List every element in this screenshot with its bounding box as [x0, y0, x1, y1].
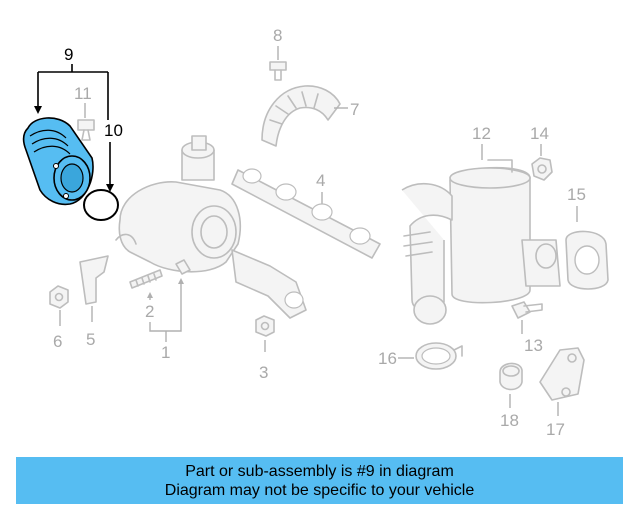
callout-label-6: 6 — [53, 332, 62, 351]
callout-label-9: 9 — [64, 45, 73, 64]
callout-label-12: 12 — [472, 124, 491, 143]
part-1-turbocharger — [115, 135, 307, 319]
callout-label-13: 13 — [524, 336, 543, 355]
part-8-bolt: 8 — [269, 26, 287, 81]
callout-label-18: 18 — [500, 411, 519, 430]
callout-9: 9 — [34, 45, 108, 114]
callout-label-15: 15 — [567, 185, 586, 204]
banner-line-1: Part or sub-assembly is #9 in diagram — [185, 462, 454, 480]
callout-10: 10 — [104, 72, 123, 192]
part-14-nut: 14 — [530, 124, 553, 181]
callout-label-5: 5 — [86, 330, 95, 349]
callout-label-17: 17 — [546, 420, 565, 439]
part-9-intake-hose[interactable] — [22, 117, 94, 206]
callout-1-2: 2 1 — [145, 278, 184, 362]
part-16-clamp: 16 — [378, 342, 463, 370]
callout-label-8: 8 — [273, 26, 282, 45]
callout-label-14: 14 — [530, 124, 549, 143]
callout-label-11: 11 — [74, 84, 92, 103]
part-6-nut: 6 — [49, 285, 69, 351]
callout-label-16: 16 — [378, 349, 397, 368]
callout-label-10: 10 — [104, 121, 123, 140]
callout-label-4: 4 — [316, 171, 325, 190]
part-4-gasket: 4 — [231, 168, 381, 259]
part-18-nut: 18 — [499, 362, 523, 430]
banner-line-2: Diagram may not be specific to your vehi… — [164, 481, 475, 499]
callout-label-2: 2 — [145, 302, 154, 321]
part-3-nut: 3 — [255, 315, 275, 382]
part-10-o-ring[interactable] — [83, 189, 119, 221]
part-2-stud — [129, 259, 191, 289]
info-banner: Part or sub-assembly is #9 in diagram Di… — [16, 457, 623, 504]
part-15-gasket: 15 — [565, 185, 609, 290]
part-7-heat-shield: 7 — [261, 85, 359, 147]
callout-label-3: 3 — [259, 363, 268, 382]
part-13-bolt: 13 — [511, 301, 543, 355]
part-5-bracket: 5 — [79, 255, 109, 349]
callout-label-7: 7 — [350, 100, 359, 119]
callout-label-1: 1 — [161, 343, 170, 362]
part-17-bracket: 17 — [539, 347, 585, 439]
part-11-bolt: 11 — [74, 84, 95, 141]
part-12-catalytic-converter: 12 — [401, 124, 561, 325]
